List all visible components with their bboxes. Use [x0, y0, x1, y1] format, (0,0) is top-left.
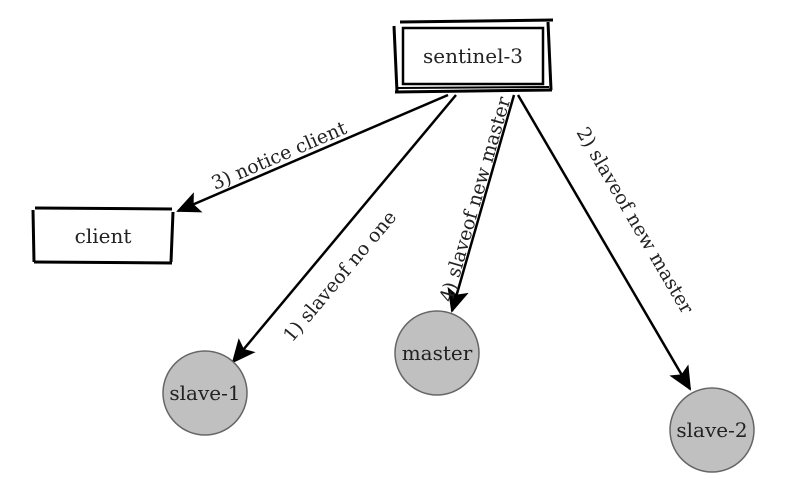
slave-2-label: slave-2: [676, 418, 747, 442]
edge-notice-client: [176, 93, 449, 213]
edge-slaveof-new-master-master: [447, 94, 516, 313]
slave-2-node: slave-2: [669, 387, 755, 473]
master-node: master: [394, 310, 480, 396]
sentinel-3-label: sentinel-3: [423, 44, 523, 68]
client-label: client: [75, 224, 132, 248]
edges: [176, 93, 692, 391]
slave-1-label: slave-1: [169, 381, 240, 405]
slave-1-node: slave-1: [162, 350, 248, 436]
edge-label-slaveof-no-one: 1) slaveof no one: [279, 207, 401, 347]
edge-slaveof-new-master-slave2: [516, 94, 692, 391]
client-node: client: [31, 206, 175, 265]
edge-slaveof-no-one: [231, 94, 457, 364]
sentinel-3-node: sentinel-3: [392, 18, 554, 94]
edge-label-slaveof-new-master-master: 4) slaveof new master: [436, 94, 516, 305]
master-label: master: [402, 341, 473, 365]
edge-label-notice-client: 3) notice client: [208, 117, 350, 195]
